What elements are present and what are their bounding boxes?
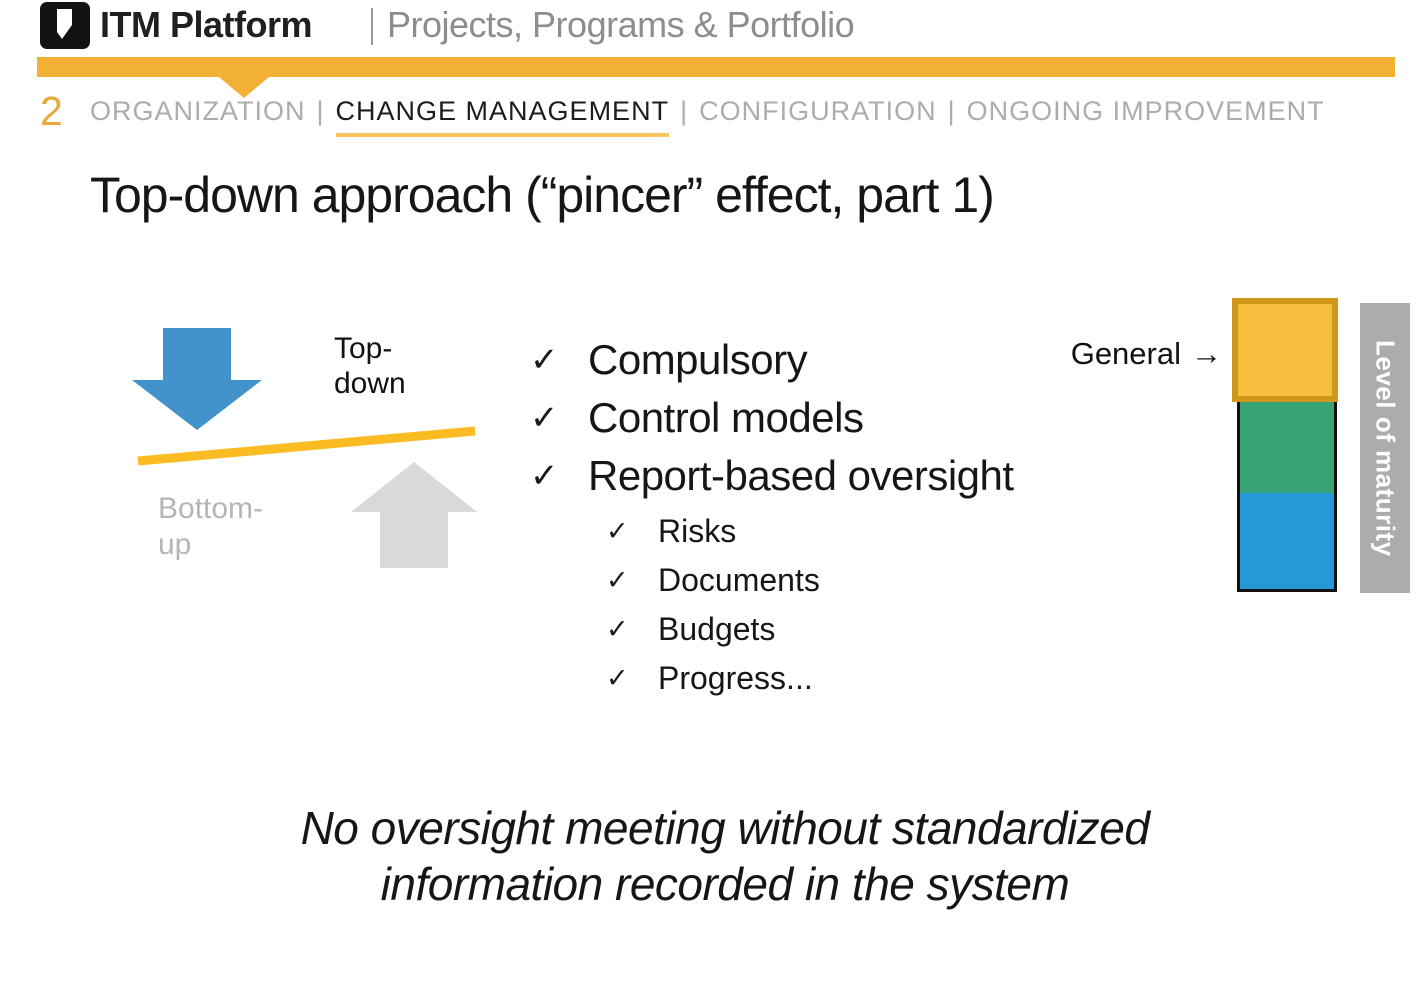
list-item-label: Compulsory — [588, 336, 808, 383]
nav-item-configuration[interactable]: CONFIGURATION — [699, 96, 937, 126]
section-number: 2 — [40, 88, 63, 134]
check-icon: ✓ — [530, 341, 559, 379]
check-icon: ✓ — [530, 457, 559, 495]
nav-item-ongoing-improvement[interactable]: ONGOING IMPROVEMENT — [966, 96, 1325, 126]
footer-note-line2: information recorded in the system — [380, 858, 1070, 910]
list-item-label: Documents — [658, 562, 820, 598]
itm-logo-icon — [40, 2, 90, 49]
band-pointer-triangle — [219, 77, 269, 98]
pincer-divider-line — [137, 426, 476, 466]
general-label: General→ — [1070, 336, 1222, 371]
list-item-label: Progress... — [658, 660, 813, 696]
accent-band — [37, 57, 1395, 77]
bottom-up-arrow-icon — [351, 462, 477, 568]
bottom-up-label: Bottom- up — [158, 492, 264, 561]
nav-item-change-management[interactable]: CHANGE MANAGEMENT — [335, 96, 670, 137]
brand-divider — [371, 8, 373, 45]
maturity-segment-base — [1240, 493, 1334, 589]
maturity-segment-middle — [1240, 402, 1334, 493]
check-icon: ✓ — [606, 565, 629, 595]
nav-separator: | — [680, 96, 689, 126]
nav-item-organization[interactable]: ORGANIZATION — [90, 96, 306, 126]
list-item: ✓ Report-based oversight — [530, 447, 1150, 505]
section-nav: ORGANIZATION | CHANGE MANAGEMENT | CONFI… — [90, 96, 1325, 137]
slide-title: Top-down approach (“pincer” effect, part… — [90, 167, 995, 223]
list-item: ✓ Risks — [606, 507, 1150, 556]
list-item-label: Budgets — [658, 611, 776, 647]
list-item: ✓ Compulsory — [530, 331, 1150, 389]
maturity-axis-label: Level of maturity — [1370, 339, 1401, 557]
nav-separator: | — [316, 96, 325, 126]
list-item: ✓ Documents — [606, 556, 1150, 605]
footer-note: No oversight meeting without standardize… — [14, 800, 1422, 912]
maturity-bar — [1237, 399, 1337, 592]
checklist-sublist: ✓ Risks ✓ Documents ✓ Budgets ✓ Progress… — [606, 507, 1150, 703]
check-icon: ✓ — [606, 663, 629, 693]
brand-tagline: Projects, Programs & Portfolio — [387, 4, 855, 45]
checklist: ✓ Compulsory ✓ Control models ✓ Report-b… — [530, 331, 1150, 703]
maturity-segment-general — [1232, 298, 1338, 402]
check-icon: ✓ — [606, 516, 629, 546]
list-item-label: Control models — [588, 394, 864, 441]
check-icon: ✓ — [606, 614, 629, 644]
maturity-axis-bar: Level of maturity — [1360, 303, 1410, 593]
list-item-label: Report-based oversight — [588, 452, 1014, 499]
list-item: ✓ Control models — [530, 389, 1150, 447]
footer-note-line1: No oversight meeting without standardize… — [300, 802, 1150, 854]
itm-logo-glyph — [57, 9, 72, 39]
nav-separator: | — [947, 96, 956, 126]
top-down-label: Top- down — [334, 332, 406, 400]
brand-name: ITM Platform — [100, 4, 313, 45]
check-icon: ✓ — [530, 399, 559, 437]
list-item: ✓ Progress... — [606, 654, 1150, 703]
top-down-arrow-icon — [132, 328, 262, 430]
list-item: ✓ Budgets — [606, 605, 1150, 654]
list-item-label: Risks — [658, 513, 737, 549]
right-arrow-icon: → — [1191, 336, 1222, 371]
